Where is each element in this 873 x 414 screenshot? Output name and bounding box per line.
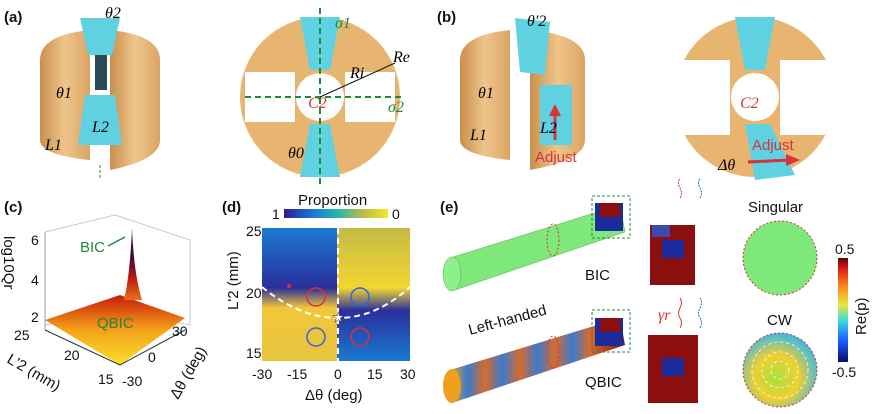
ytick-15-d: 15 (246, 345, 262, 361)
resonator-field-bic (650, 177, 702, 285)
panel-c: (c) log10Qr 6 4 2 BIC QBIC 25 20 15 L'2 … (0, 199, 210, 402)
colorbar-min-d: 1 (272, 206, 280, 222)
zaxis-label: log10Qr (0, 236, 17, 289)
cylinder-qbic (443, 309, 631, 403)
surface-plot-3d (44, 214, 191, 366)
colorbar-max-d: 0 (392, 206, 400, 222)
adjust-label-1: Adjust (535, 149, 578, 166)
polarization-circle (306, 327, 326, 347)
polarization-map-cw (742, 332, 818, 408)
xtick-neg15-d: -15 (287, 366, 307, 382)
ytick-20-d: 20 (246, 285, 262, 301)
xtick-0: 0 (148, 349, 156, 365)
xaxis-label-d: Δθ (deg) (305, 387, 363, 404)
heatmap: ★ (261, 228, 411, 361)
left-handed-label: Left-handed (467, 302, 549, 339)
panel-e: (e) BIC Singular Left-handed (440, 177, 870, 408)
colorbar-rep (838, 258, 848, 362)
panel-label-a: (a) (4, 9, 22, 26)
yaxis-label-d: L'2 (mm) (225, 251, 242, 310)
bic-label-e: BIC (585, 267, 610, 284)
qbic-label-e: QBIC (585, 374, 622, 391)
L1-label: L1 (44, 137, 62, 154)
panel-label-c: (c) (4, 199, 22, 216)
theta1-label-b: θ1 (478, 85, 494, 102)
L2-label-b: L2 (539, 120, 557, 137)
xtick-neg30: -30 (122, 373, 142, 389)
xtick-30: 30 (172, 323, 188, 339)
colorbar-proportion (284, 209, 388, 218)
panel-label-d: (d) (222, 199, 241, 216)
top-view-a (240, 8, 405, 185)
L2-label: L2 (91, 119, 109, 136)
xtick-neg30-d: -30 (252, 366, 272, 382)
delta-theta-label-b: Δθ (717, 157, 735, 174)
panel-label-e: (e) (440, 199, 458, 216)
theta1-label: θ1 (56, 85, 72, 102)
top-view-b (675, 17, 835, 180)
xtick-30-d: 30 (400, 366, 416, 382)
colorbar-max-e: 0.5 (835, 241, 855, 257)
cw-label: CW (767, 312, 793, 329)
Ri-label: Ri (349, 65, 364, 82)
sigma1-label: σ1 (335, 15, 351, 32)
colorbar-min-e: -0.5 (832, 364, 856, 380)
polarization-circle (306, 287, 326, 307)
colorbar-label-e: Re(p) (853, 297, 870, 335)
ytick-15: 15 (98, 371, 114, 387)
theta2-label: θ2 (105, 5, 121, 22)
xtick-0-d: 0 (334, 366, 342, 382)
cylinder-bic (442, 195, 631, 292)
gamma-r-label: γr (658, 307, 671, 324)
resonator-3d-a (40, 18, 160, 178)
xaxis-label-c: Δθ (deg) (167, 344, 210, 402)
singular-label: Singular (748, 199, 803, 216)
adjust-label-2: Adjust (752, 137, 795, 154)
star-icon: ★ (332, 309, 345, 325)
ytick-25: 25 (14, 327, 30, 343)
theta2-prime-label: θ'2 (527, 13, 546, 30)
resonator-3d-b (460, 18, 585, 170)
C2-label-a: C2 (308, 95, 327, 112)
bic-label-c: BIC (80, 239, 105, 256)
ztick-2: 2 (31, 309, 39, 325)
ytick-20: 20 (64, 347, 80, 363)
ytick-25-d: 25 (246, 223, 262, 239)
ztick-4: 4 (31, 272, 39, 288)
panel-b: (b) θ'2 θ1 L1 L2 Adjust C2 Adjust Δθ (437, 9, 835, 180)
panel-label-b: (b) (437, 9, 456, 26)
panel-d: (d) Proportion 1 0 ★ 25 20 15 L'2 (mm) -… (222, 192, 416, 404)
qbic-label-c: QBIC (97, 315, 134, 332)
Re-label: Re (392, 49, 410, 66)
panel-a: (a) θ2 θ1 L1 L2 σ1 σ2 Ri Re C2 θ0 (4, 5, 410, 185)
sigma2-label: σ2 (388, 99, 404, 116)
ztick-6: 6 (31, 232, 39, 248)
colorbar-title-d: Proportion (298, 192, 367, 209)
L1-label-b: L1 (469, 127, 487, 144)
polarization-circle (350, 327, 370, 347)
polarization-circle (350, 287, 370, 307)
resonator-field-qbic (648, 297, 702, 403)
yaxis-label-c: L'2 (mm) (4, 351, 63, 395)
theta0-label: θ0 (288, 145, 304, 162)
C2-label-b: C2 (740, 95, 759, 112)
xtick-15-d: 15 (367, 366, 383, 382)
polarization-map-singular (742, 220, 818, 296)
